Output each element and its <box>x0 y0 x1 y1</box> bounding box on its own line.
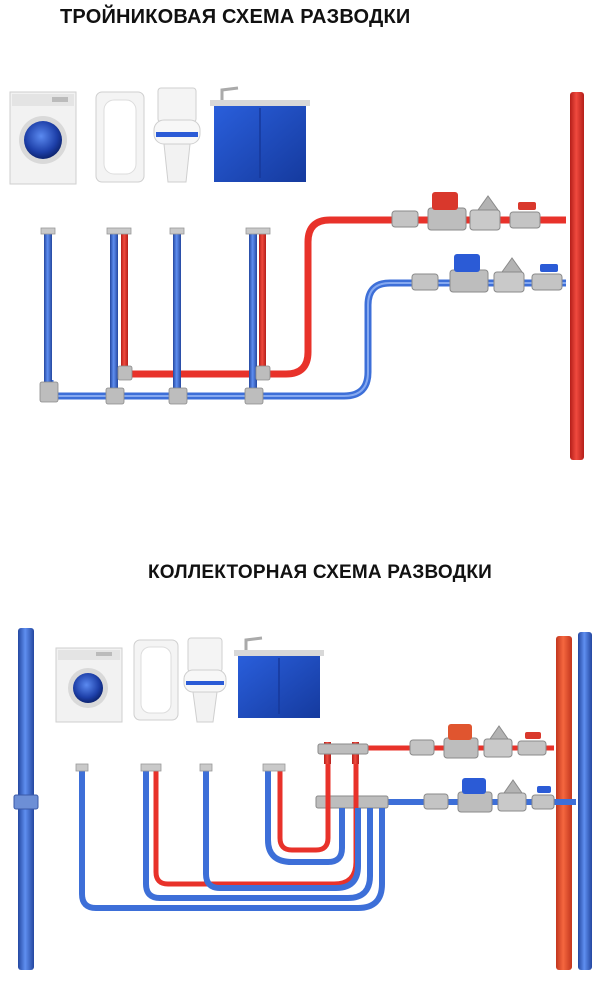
cold-water-riser <box>578 632 592 970</box>
cold-branch <box>249 232 257 396</box>
cold-pipe-washer <box>79 770 385 911</box>
collector-scheme <box>13 628 592 970</box>
hot-water-main <box>130 216 566 378</box>
cold-valve-assembly <box>423 778 555 813</box>
cold-pipe-sink <box>265 770 345 865</box>
hot-water-riser <box>570 92 584 460</box>
cold-water-meter-icon <box>454 254 480 272</box>
hot-valve-assembly <box>391 192 541 231</box>
hot-branch <box>259 232 266 374</box>
cold-valve-handle-icon <box>537 786 551 793</box>
hot-water-meter-icon <box>448 724 472 740</box>
cold-collector <box>315 795 389 809</box>
cold-valve-assembly <box>411 254 563 293</box>
washing-machine-icon <box>55 647 123 723</box>
hot-valve-handle-icon <box>518 202 536 210</box>
cold-pipe-toilet <box>203 770 361 891</box>
tee-scheme-title: ТРОЙНИКОВАЯ СХЕМА РАЗВОДКИ <box>60 6 411 28</box>
cold-branch <box>110 232 118 396</box>
cold-branch <box>44 232 52 396</box>
washing-machine-icon <box>9 91 77 185</box>
hot-pipe-sink <box>277 764 331 853</box>
hot-water-meter-icon <box>432 192 458 210</box>
cold-water-meter-icon <box>462 778 486 794</box>
bathtub-icon <box>133 639 179 721</box>
cold-pipe-bathtub <box>143 770 373 901</box>
hot-valve-assembly <box>409 724 547 759</box>
tee-scheme <box>9 86 584 460</box>
hot-branch <box>121 232 128 374</box>
cold-valve-handle-icon <box>540 264 558 272</box>
tee-fittings <box>39 365 271 405</box>
toilet-icon <box>153 87 201 183</box>
cold-branch <box>173 232 181 396</box>
sink-cabinet-icon <box>210 86 310 182</box>
hot-collector <box>317 743 369 755</box>
bathtub-icon <box>95 91 145 183</box>
sink-cabinet-icon <box>234 636 324 718</box>
hot-valve-handle-icon <box>525 732 541 739</box>
toilet-icon <box>183 637 227 723</box>
collector-scheme-title: КОЛЛЕКТОРНАЯ СХЕМА РАЗВОДКИ <box>148 562 493 583</box>
